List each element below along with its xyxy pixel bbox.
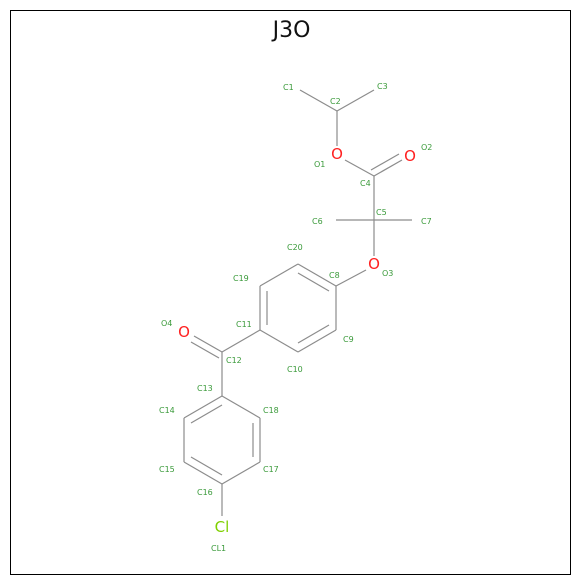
atom-label-c5: C5 (376, 208, 387, 217)
bond-c11-c10 (259, 329, 299, 353)
bond-c10-c9 (297, 329, 337, 353)
atom-label-c7: C7 (421, 217, 432, 226)
bond-c18-c13 (221, 395, 261, 419)
atom-label-o2: O2 (421, 143, 432, 152)
bond-c4-o2b (370, 153, 400, 171)
page-title: J3O (272, 18, 311, 43)
atom-label-c15: C15 (159, 465, 175, 474)
bond-c20-c19 (259, 263, 299, 287)
atom-label-c19: C19 (233, 274, 249, 283)
atom-labels: C1 C2 C3 O1 O2 C4 C5 C6 C7 O3 C20 C8 C19… (159, 82, 432, 553)
bond-ringB-inner1 (190, 404, 223, 424)
bond-c12-o4b (190, 341, 220, 359)
bond-c15-c16 (183, 461, 223, 485)
oxygen-o4-symbol: O (178, 323, 190, 341)
atom-label-o1: O1 (314, 160, 325, 169)
bonds (183, 89, 412, 516)
bond-c1-c2 (299, 89, 338, 112)
oxygen-o1-symbol: O (331, 145, 343, 163)
atom-label-c2: C2 (330, 97, 341, 106)
element-symbols: O O O O Cl (178, 145, 416, 536)
bond-c8-c20 (297, 263, 337, 287)
atom-label-c11: C11 (236, 320, 252, 329)
atom-label-cl1: CL1 (211, 544, 226, 553)
atom-label-c3: C3 (377, 82, 388, 91)
atom-label-c4: C4 (360, 179, 371, 188)
atom-label-c10: C10 (287, 365, 303, 374)
bond-c16-c17 (221, 461, 261, 485)
bond-ringA-inner1 (297, 272, 330, 292)
bond-o3-c8 (335, 269, 367, 287)
bond-ringA-inner3 (297, 324, 330, 344)
atom-label-c13: C13 (197, 384, 213, 393)
atom-label-c9: C9 (343, 335, 354, 344)
atom-label-c12: C12 (226, 356, 242, 365)
atom-label-c8: C8 (329, 271, 340, 280)
atom-label-o3: O3 (382, 269, 393, 278)
atom-label-c16: C16 (197, 488, 213, 497)
chlorine-cl1-symbol: Cl (215, 518, 230, 536)
bond-c11-c12 (221, 329, 261, 353)
atom-label-o4: O4 (161, 319, 172, 328)
atom-label-c18: C18 (263, 406, 279, 415)
atom-label-c14: C14 (159, 406, 175, 415)
atom-label-c17: C17 (263, 465, 279, 474)
oxygen-o3-symbol: O (368, 255, 380, 273)
atom-label-c1: C1 (283, 83, 294, 92)
bond-c2-c3 (336, 89, 375, 112)
molecule-frame (10, 10, 571, 575)
bond-ringB-inner2 (190, 456, 223, 476)
bond-c12-o4a (193, 335, 223, 353)
atom-label-c20: C20 (287, 243, 303, 252)
atom-label-c6: C6 (312, 217, 323, 226)
bond-c4-o2a (373, 159, 403, 177)
bond-c13-c14 (183, 395, 223, 419)
oxygen-o2-symbol: O (404, 147, 416, 165)
bond-o1-c4 (344, 159, 375, 177)
